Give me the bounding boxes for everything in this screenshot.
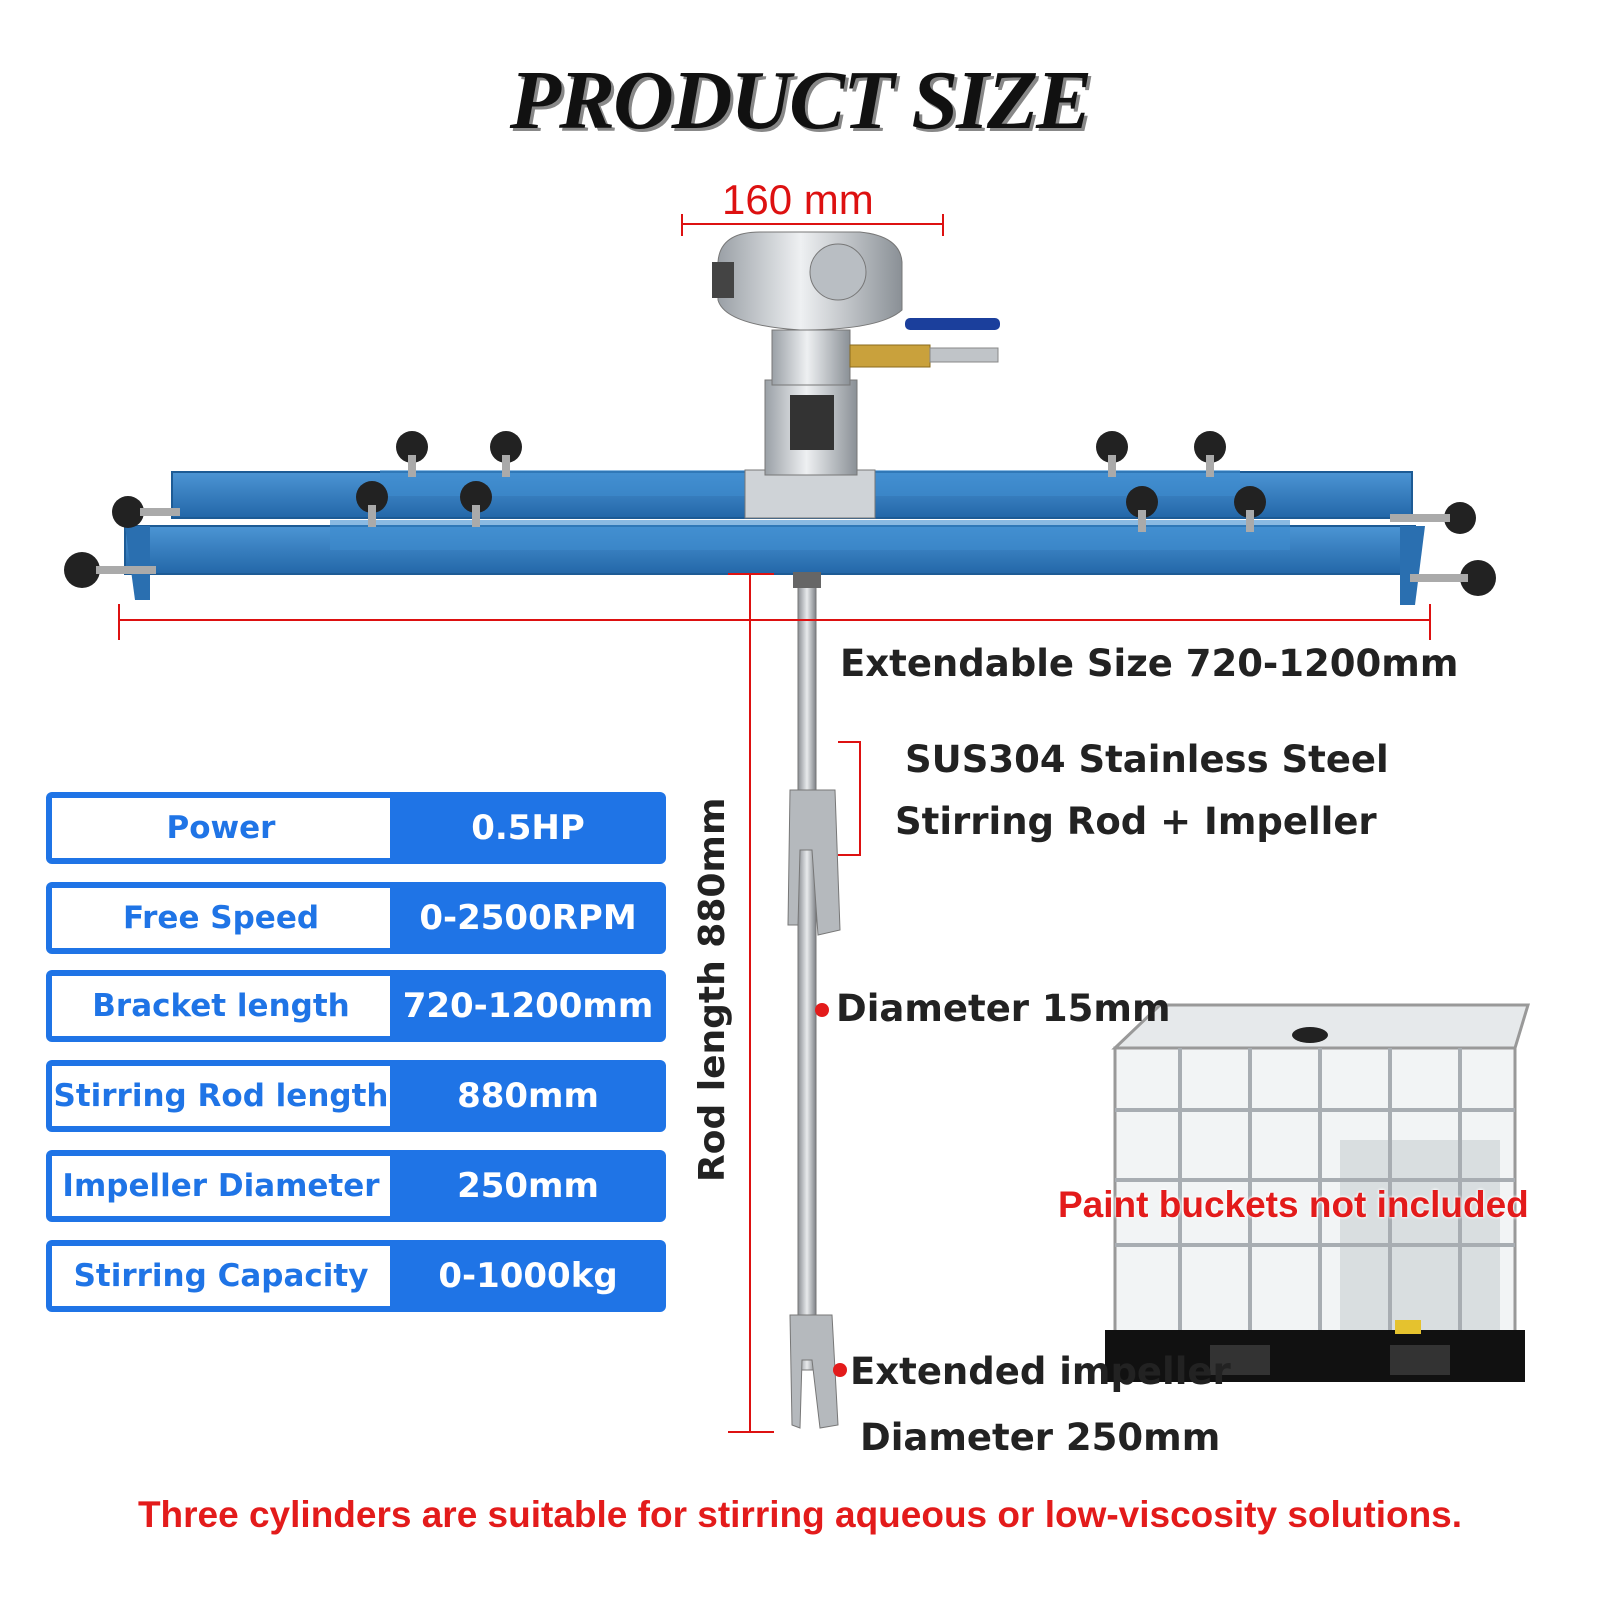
spec-label: Bracket length <box>52 976 390 1036</box>
spec-row-bracket-length: Bracket length 720-1200mm <box>46 970 666 1042</box>
impeller-label-line2: Diameter 250mm <box>860 1416 1221 1459</box>
spec-value: 0-2500RPM <box>419 898 637 938</box>
stirring-rod <box>787 572 841 1429</box>
rod-material-bracket <box>838 741 861 856</box>
spec-row-free-speed: Free Speed 0-2500RPM <box>46 882 666 954</box>
impeller-label-line1: Extended impeller <box>850 1350 1231 1393</box>
spec-value: 250mm <box>457 1166 599 1206</box>
air-motor <box>712 231 1000 519</box>
rod-material-line1: SUS304 Stainless Steel <box>905 738 1389 781</box>
spec-label: Power <box>52 798 390 858</box>
motor-width-dimension <box>681 214 944 236</box>
impeller-marker <box>833 1363 847 1377</box>
spec-label: Free Speed <box>52 888 390 948</box>
rod-material-line2: Stirring Rod + Impeller <box>895 800 1377 843</box>
page-title: PRODUCT SIZE <box>509 54 1092 147</box>
spec-value: 0-1000kg <box>438 1256 618 1296</box>
spec-row-power: Power 0.5HP <box>46 792 666 864</box>
spec-label: Impeller Diameter <box>52 1156 390 1216</box>
spec-label: Stirring Rod length <box>52 1066 390 1126</box>
paint-buckets-note: Paint buckets not included <box>1058 1184 1529 1225</box>
spec-row-stirring-capacity: Stirring Capacity 0-1000kg <box>46 1240 666 1312</box>
spec-label: Stirring Capacity <box>52 1246 390 1306</box>
spec-value: 720-1200mm <box>402 986 654 1026</box>
diameter-marker <box>815 1003 829 1017</box>
ibc-tote-image <box>1105 1003 1531 1382</box>
rod-length-label: Rod length 880mm <box>692 797 733 1182</box>
motor-width-label: 160 mm <box>722 176 874 223</box>
footer-note: Three cylinders are suitable for stirrin… <box>137 1494 1463 1535</box>
spec-row-rod-length: Stirring Rod length 880mm <box>46 1060 666 1132</box>
bracket-front <box>124 520 1425 605</box>
spec-value: 0.5HP <box>471 808 585 848</box>
clamp-knobs <box>64 431 1496 596</box>
spec-row-impeller-diameter: Impeller Diameter 250mm <box>46 1150 666 1222</box>
extendable-size-label: Extendable Size 720-1200mm <box>840 642 1459 685</box>
extendable-dimension <box>118 604 1431 640</box>
spec-value: 880mm <box>457 1076 599 1116</box>
rod-diameter-label: Diameter 15mm <box>836 987 1171 1030</box>
rod-length-dimension <box>728 573 774 1433</box>
